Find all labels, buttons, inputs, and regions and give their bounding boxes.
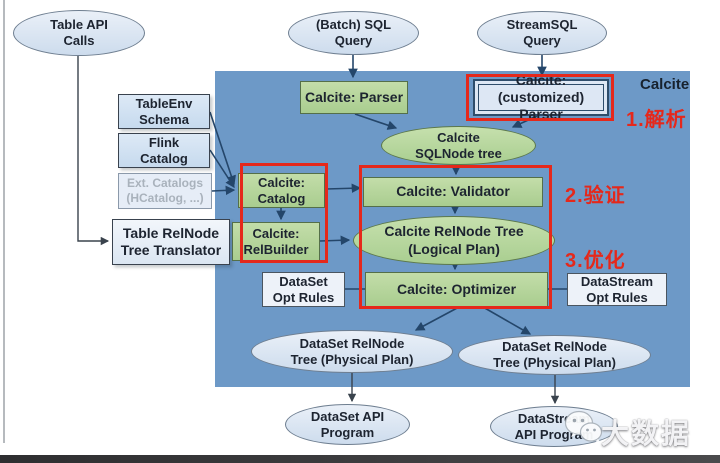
- node-table-relnode-tree-translator-label: Table RelNode Tree Translator: [120, 224, 222, 258]
- node-batch-sql-query: (Batch) SQL Query: [288, 11, 419, 55]
- node-datastream-opt-rules-label: DataStream Opt Rules: [580, 273, 654, 305]
- node-calcite-customized-parser: Calcite: (customized) Parser: [473, 72, 609, 122]
- wechat-icon: [564, 410, 603, 443]
- node-calcite-parser-label: Calcite: Parser: [304, 88, 404, 105]
- node-dataset-relnode-physical-left: DataSet RelNode Tree (Physical Plan): [251, 330, 453, 373]
- node-dataset-opt-rules: DataSet Opt Rules: [262, 272, 345, 307]
- calcite-panel-label: Calcite: [640, 76, 690, 93]
- node-calcite-sqlnode-tree: Calcite SQLNode tree: [381, 126, 536, 165]
- annotation-step3-optimize: 3.优化: [565, 250, 626, 272]
- node-calcite-catalog-label: Calcite: Catalog: [257, 174, 306, 206]
- node-tableenv-schema-label: TableEnv Schema: [135, 95, 193, 127]
- highlight-rect-validate-optimize: [359, 165, 552, 309]
- node-tableenv-schema: TableEnv Schema: [118, 94, 210, 129]
- node-dataset-relnode-physical-right-label: DataSet RelNode Tree (Physical Plan): [493, 339, 616, 370]
- node-flink-catalog: Flink Catalog: [118, 133, 210, 168]
- node-calcite-parser: Calcite: Parser: [300, 81, 408, 114]
- node-table-api-calls-label: Table API Calls: [50, 17, 108, 48]
- node-datastream-opt-rules: DataStream Opt Rules: [567, 273, 667, 306]
- node-calcite-validator: Calcite: Validator: [363, 177, 543, 207]
- node-calcite-relbuilder-label: Calcite: RelBuilder: [243, 225, 309, 257]
- node-table-relnode-tree-translator: Table RelNode Tree Translator: [112, 219, 230, 265]
- arrow-tableapi-translator: [77, 56, 110, 246]
- highlight-rect-parse: [466, 74, 614, 121]
- node-dataset-api-program: DataSet API Program: [285, 404, 410, 445]
- node-dataset-opt-rules-label: DataSet Opt Rules: [272, 273, 335, 305]
- node-ext-catalogs-label: Ext. Catalogs (HCatalog, ...): [126, 176, 204, 205]
- node-calcite-relnode-tree-label: Calcite RelNode Tree (Logical Plan): [384, 223, 524, 257]
- node-table-api-calls: Table API Calls: [13, 10, 145, 56]
- frame-edge-line: [3, 0, 5, 443]
- node-flink-catalog-label: Flink Catalog: [140, 134, 188, 166]
- node-dataset-relnode-physical-right: DataSet RelNode Tree (Physical Plan): [458, 335, 651, 375]
- bottom-bar: [0, 455, 720, 463]
- node-dataset-api-program-label: DataSet API Program: [310, 408, 385, 440]
- annotation-step2-validate: 2.验证: [565, 185, 626, 207]
- node-calcite-relbuilder: Calcite: RelBuilder: [232, 222, 320, 261]
- highlight-rect-catalog: [240, 163, 328, 263]
- node-dataset-relnode-physical-left-label: DataSet RelNode Tree (Physical Plan): [290, 335, 414, 367]
- node-ext-catalogs: Ext. Catalogs (HCatalog, ...): [118, 173, 212, 209]
- node-calcite-validator-label: Calcite: Validator: [396, 183, 510, 200]
- node-calcite-sqlnode-tree-label: Calcite SQLNode tree: [415, 129, 502, 161]
- node-calcite-optimizer: Calcite: Optimizer: [365, 272, 548, 307]
- node-streamsql-query: StreamSQL Query: [477, 11, 607, 55]
- node-calcite-catalog: Calcite: Catalog: [238, 173, 325, 208]
- node-calcite-relnode-tree: Calcite RelNode Tree (Logical Plan): [353, 216, 555, 265]
- node-calcite-optimizer-label: Calcite: Optimizer: [396, 280, 517, 297]
- node-batch-sql-query-label: (Batch) SQL Query: [315, 17, 392, 48]
- node-streamsql-query-label: StreamSQL Query: [506, 17, 578, 48]
- annotation-step1-parse: 1.解析: [626, 109, 687, 131]
